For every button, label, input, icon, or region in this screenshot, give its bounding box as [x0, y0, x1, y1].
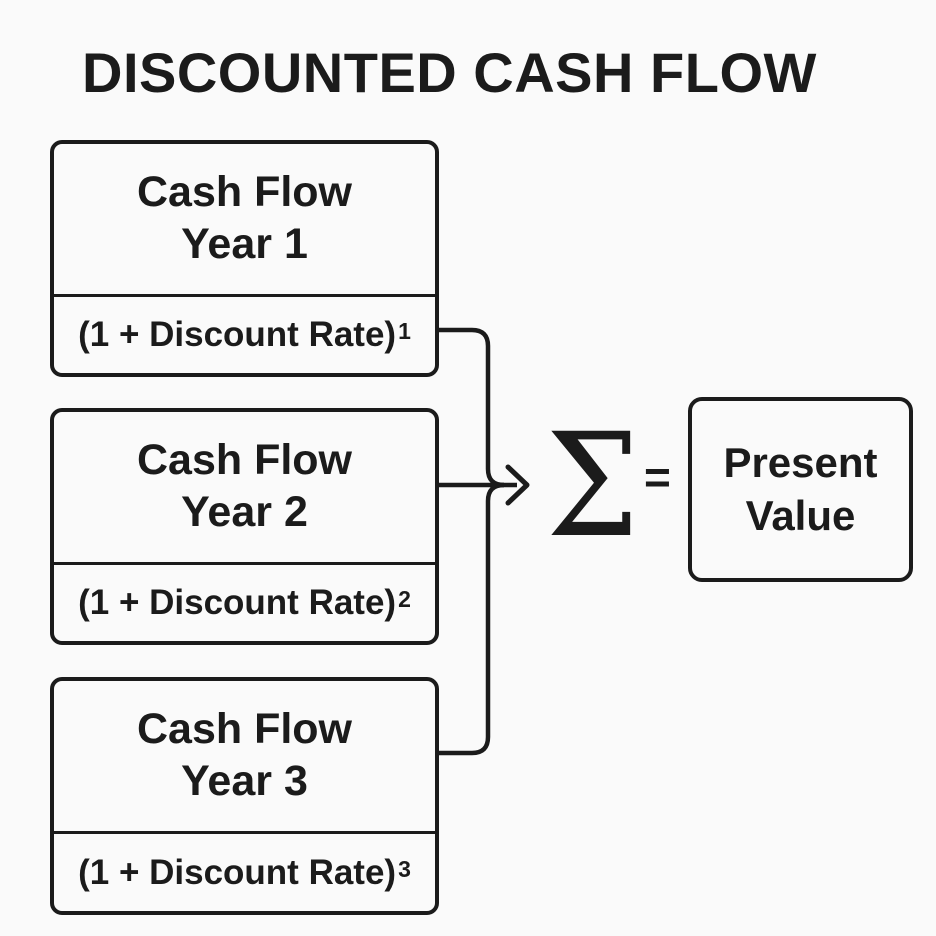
cashflow-label-line1: Cash Flow: [136, 436, 353, 485]
cashflow-year-3-label: Cash Flow Year 3: [54, 681, 435, 831]
present-value-line1: Present: [723, 439, 878, 486]
sigma-summation-symbol: Σ: [546, 402, 640, 569]
cashflow-label-line2: Year 2: [181, 488, 308, 536]
equals-sign: =: [644, 451, 671, 503]
discount-denominator-year-2: (1 + Discount Rate)2: [54, 562, 435, 641]
flow-arrowhead-icon: [505, 464, 530, 506]
connector-year-1: [437, 327, 505, 488]
cashflow-label-line1: Cash Flow: [136, 705, 353, 754]
cashflow-label-line1: Cash Flow: [136, 168, 353, 217]
discount-denominator-year-3: (1 + Discount Rate)3: [54, 831, 435, 911]
present-value-box: Present Value: [688, 397, 913, 582]
cashflow-label-line2: Year 3: [181, 757, 308, 805]
cashflow-label-line2: Year 1: [181, 220, 308, 268]
cashflow-year-1-label: Cash Flow Year 1: [54, 144, 435, 294]
cashflow-year-2-label: Cash Flow Year 2: [54, 412, 435, 562]
present-value-line2: Value: [745, 491, 856, 539]
page-title: DISCOUNTED CASH FLOW: [82, 41, 817, 104]
cashflow-box-year-3: Cash Flow Year 3 (1 + Discount Rate)3: [50, 677, 439, 915]
cashflow-box-year-1: Cash Flow Year 1 (1 + Discount Rate)1: [50, 140, 439, 377]
cashflow-box-year-2: Cash Flow Year 2 (1 + Discount Rate)2: [50, 408, 439, 645]
discount-denominator-year-1: (1 + Discount Rate)1: [54, 294, 435, 373]
connector-year-3: [437, 482, 505, 756]
denominator-base: (1 + Discount Rate): [78, 852, 397, 892]
denominator-base: (1 + Discount Rate): [78, 315, 397, 354]
denominator-base: (1 + Discount Rate): [78, 583, 397, 622]
